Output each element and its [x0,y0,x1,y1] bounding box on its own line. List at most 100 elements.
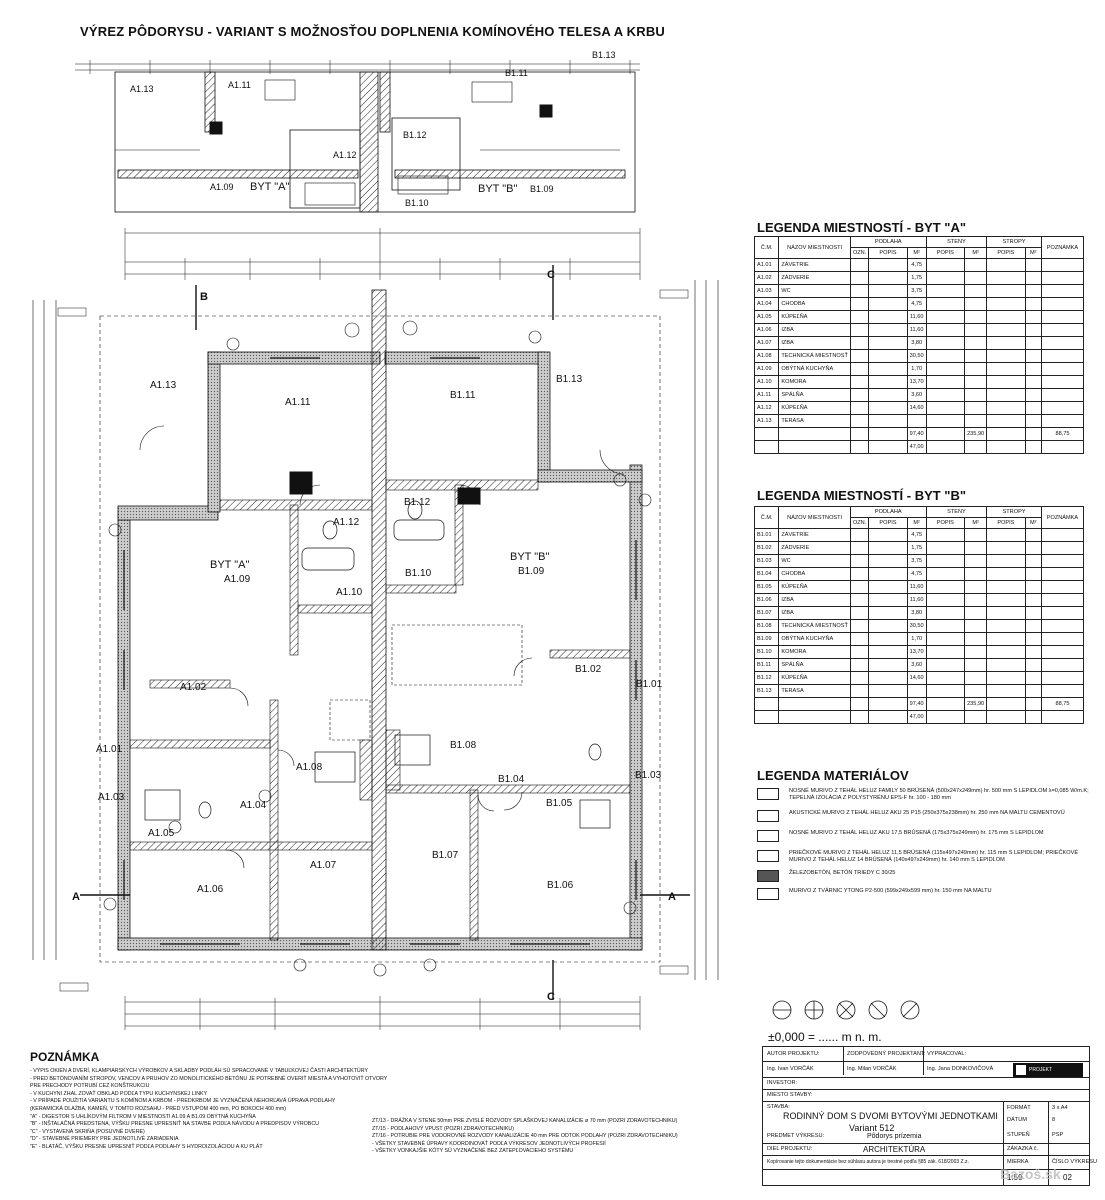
legend-cell [849,414,870,428]
section-mark: A [668,891,676,903]
col-header: POZNÁMKA [1040,236,1085,259]
legend-total-cell [986,427,1026,441]
legend-total-cell [925,440,966,454]
legend-cell [868,606,908,620]
subheader: M² [964,247,988,259]
legend-cell [925,632,966,646]
legend-cell [925,671,966,685]
note-line: "E" - BLATÁČ, VÝŠKU PRESNE UPRESNIŤ PODĽ… [30,1144,263,1150]
legend-cell [1040,632,1085,646]
legend-cell [1040,310,1085,324]
top-room-label: B1.11 [505,68,528,78]
legend-cell [986,349,1026,363]
legend-cell: TERASA [778,684,851,698]
legend-cell: 4,75 [906,528,927,542]
legend-cell [1024,349,1042,363]
legend-cell [849,684,870,698]
part-label: DIEL PROJEKTU: [767,1146,813,1152]
legend-total-cell [868,697,908,711]
legend-total-cell [868,427,908,441]
legend-cell [986,258,1026,272]
room-label: A1.05 [148,828,175,839]
notes-title: POZNÁMKA [30,1050,100,1064]
project-name: RODINNÝ DOM S DVOMI BYTOVÝMI JEDNOTKAMI [783,1111,998,1121]
legend-cell: WC [778,554,851,568]
legend-cell: KÚPEĽŇA [778,580,851,594]
legend-total-cell [778,440,851,454]
section-mark: C [547,269,555,281]
col-header: NÁZOV MIESTNOSTI [778,236,851,259]
legend-cell [925,284,966,298]
col-header: STENY [925,236,988,248]
legend-cell [986,388,1026,402]
drawing-title: VÝREZ PÔDORYSU - VARIANT S MOŽNOSŤOU DOP… [80,24,666,39]
legend-cell [849,258,870,272]
legend-cell: TECHNICKÁ MIESTNOSŤ [778,619,851,633]
room-label: A1.02 [180,682,207,693]
legend-cell [964,671,988,685]
legend-cell [986,580,1026,594]
legend-total-row: 47,00 [753,440,1085,454]
legend-cell [849,671,870,685]
legend-cell: KOMORA [778,645,851,659]
col-header: Č.M. [753,506,780,529]
material-text: ŽELEZOBETÓN, BETÓN TRIEDY C 30/25 [789,870,896,876]
legend-cell [986,323,1026,337]
legend-cell [1040,375,1085,389]
legend-cell [868,297,908,311]
legend-cell [1040,528,1085,542]
author-name: Ing. Ivan VORČÁK [767,1066,814,1072]
note-line: - VŠETKY STAVEBNÉ ÚPRAVY KOORDINOVAŤ POD… [372,1140,606,1147]
top-room-label: A1.12 [333,150,357,160]
legend-cell: A1.11 [753,388,780,402]
legend-total-cell [849,427,870,441]
legend-cell: B1.02 [753,541,780,555]
legend-cell [964,554,988,568]
legend-cell [964,567,988,581]
legend-cell [964,593,988,607]
order-label: ZÁKAZKA č. [1007,1146,1039,1152]
legend-cell: B1.04 [753,567,780,581]
legend-total-cell [778,427,851,441]
top-room-label: B1.10 [405,198,429,208]
legend-cell: A1.09 [753,362,780,376]
legend-cell [964,258,988,272]
stage-label: STUPEŇ [1007,1132,1030,1138]
note-line: ZT/13 - DRÁŽKA V STENE 50mm PRE ZVISLÉ R… [372,1118,678,1124]
legend-cell [849,632,870,646]
subheader: POPIS [868,247,908,259]
legend-cell [925,528,966,542]
legend-cell: B1.07 [753,606,780,620]
legend-cell: 11,60 [906,323,927,337]
legend-cell: 3,60 [906,658,927,672]
legend-total-cell [1040,440,1085,454]
subheader: M² [1024,517,1042,529]
top-room-label: BYT "A" [250,181,289,193]
legend-cell [849,375,870,389]
legend-cell: B1.13 [753,684,780,698]
legend-cell [906,414,927,428]
legend-cell [1024,336,1042,350]
legend-total-cell [986,697,1026,711]
legend-cell [868,645,908,659]
legend-cell [1024,258,1042,272]
top-room-label: B1.13 [592,50,616,60]
legend-cell: 3,60 [906,388,927,402]
note-line: - VÝPIS OKIEN A DVERÍ, KLAMPIARSKYCH VÝR… [30,1068,369,1074]
legend-cell [1024,310,1042,324]
legend-cell [1024,580,1042,594]
legend-cell [868,362,908,376]
top-room-label: BYT "B" [478,183,517,195]
legend-cell: IZBA [778,606,851,620]
legend-cell: OBÝTNÁ KUCHYŇA [778,632,851,646]
legend-cell: CHODBA [778,567,851,581]
legend-cell [925,684,966,698]
legend-total-cell [925,697,966,711]
legend-cell: TECHNICKÁ MIESTNOSŤ [778,349,851,363]
format-label: FORMÁT [1007,1105,1031,1111]
